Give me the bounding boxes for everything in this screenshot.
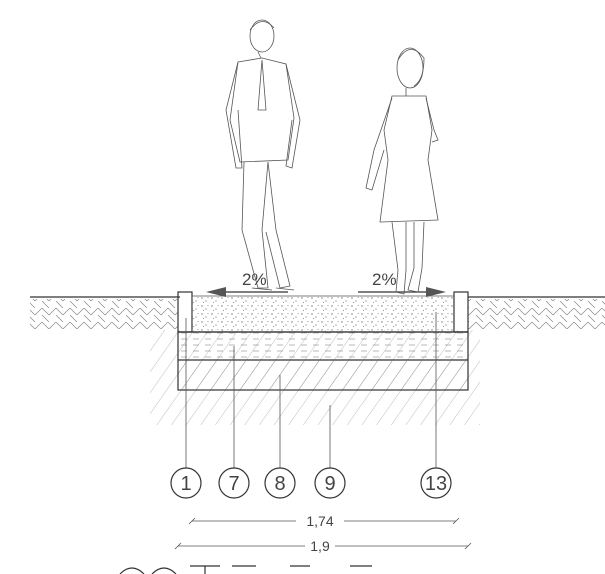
svg-text:9: 9 — [324, 473, 335, 495]
svg-text:7: 7 — [228, 473, 239, 495]
dimension-inner: 1,74 — [188, 513, 460, 529]
soil-hatch-left — [30, 299, 178, 329]
dimension-outer-label: 1,9 — [310, 538, 330, 554]
soil-hatch-right — [468, 299, 605, 329]
cropped-heading-fragment — [119, 565, 372, 574]
callout-8: 8 — [264, 467, 296, 499]
base-layer — [178, 332, 468, 360]
svg-text:1: 1 — [180, 473, 191, 495]
dimension-outer: 1,9 — [174, 538, 472, 554]
surface-layer — [192, 296, 454, 332]
curb-right — [453, 291, 469, 333]
svg-text:13: 13 — [425, 473, 447, 495]
woman-figure — [365, 47, 439, 295]
callout-13: 13 — [420, 467, 452, 499]
callout-9: 9 — [314, 467, 346, 499]
subbase-layer — [178, 360, 468, 390]
slope-label-right: 2% — [372, 270, 397, 289]
svg-text:8: 8 — [274, 473, 285, 495]
callout-1: 1 — [170, 467, 202, 499]
slope-arrow-left — [206, 287, 288, 297]
curb-left — [177, 291, 193, 333]
slope-label-left: 2% — [242, 270, 267, 289]
dimension-inner-label: 1,74 — [306, 513, 333, 529]
callout-7: 7 — [218, 467, 250, 499]
man-figure — [225, 19, 301, 291]
